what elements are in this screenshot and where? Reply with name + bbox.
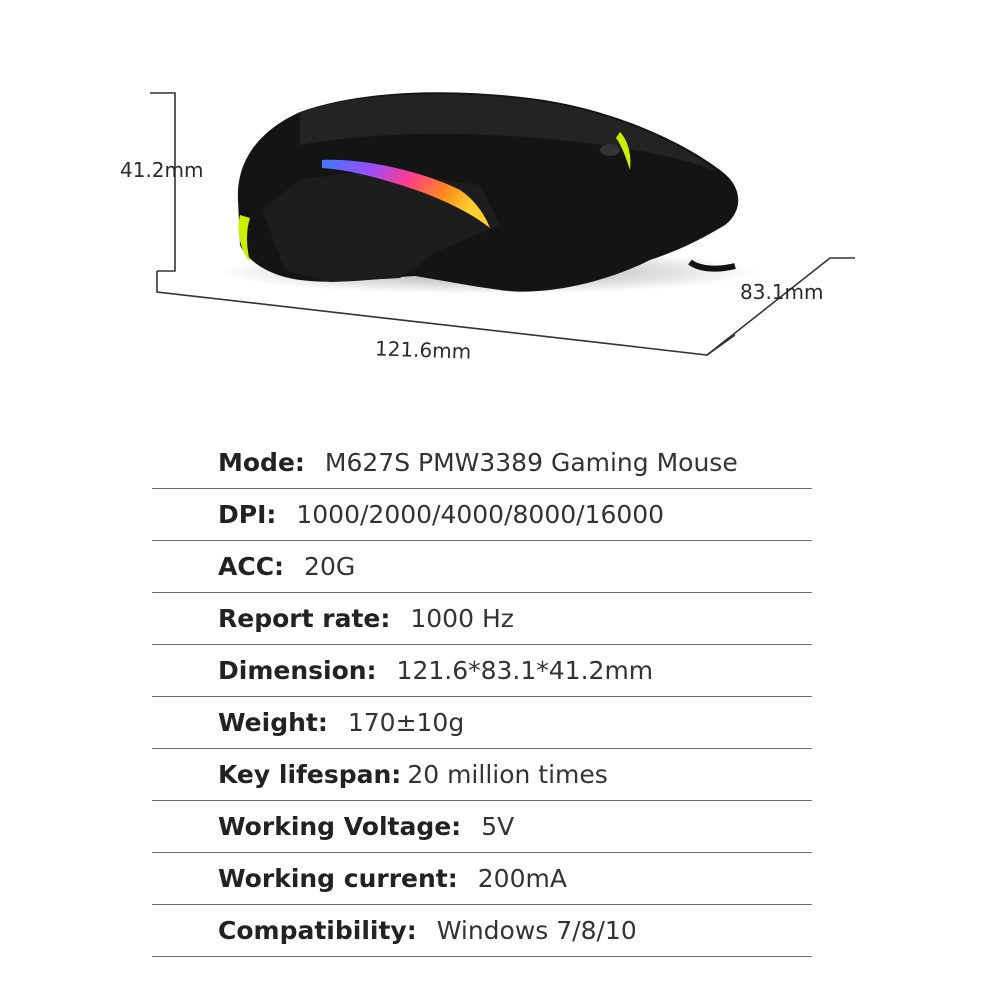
spec-label: DPI: [218, 500, 277, 529]
spec-row-mode: Mode: M627S PMW3389 Gaming Mouse [152, 436, 812, 489]
spec-value: 1000 Hz [410, 604, 514, 633]
spec-label: Working Voltage: [218, 812, 462, 841]
spec-row-acc: ACC: 20G [152, 541, 812, 593]
dimension-lines [150, 92, 855, 356]
spec-value: Windows 7/8/10 [436, 916, 637, 945]
spec-row-compatibility: Compatibility: Windows 7/8/10 [152, 905, 812, 957]
width-dimension-label: 83.1mm [740, 280, 824, 304]
spec-value: 200mA [477, 864, 567, 893]
spec-row-report-rate: Report rate: 1000 Hz [152, 593, 812, 645]
spec-label: Report rate: [218, 604, 391, 633]
spec-label: Key lifespan: [218, 760, 402, 789]
mouse-cable [688, 259, 736, 272]
spec-label: ACC: [218, 552, 285, 581]
width-dimension-line [706, 257, 855, 356]
spec-label: Mode: [218, 447, 305, 477]
spec-value: 20 million times [407, 760, 608, 789]
spec-row-dpi: DPI: 1000/2000/4000/8000/16000 [152, 489, 812, 541]
spec-value: 20G [304, 552, 356, 581]
spec-row-weight: Weight: 170±10g [152, 697, 812, 749]
spec-value: 5V [481, 812, 515, 841]
spec-row-dimension: Dimension: 121.6*83.1*41.2mm [152, 645, 812, 697]
spec-value: M627S PMW3389 Gaming Mouse [324, 447, 738, 477]
spec-label: Weight: [218, 708, 328, 737]
height-dimension-line [150, 92, 176, 272]
mouse-illustration [150, 92, 855, 356]
spec-label: Dimension: [218, 656, 377, 685]
spec-value: 1000/2000/4000/8000/16000 [296, 500, 665, 529]
product-figure: 41.2mm 83.1mm 121.6mm [0, 0, 1000, 420]
spec-table: Mode: M627S PMW3389 Gaming Mouse DPI: 10… [152, 436, 812, 957]
mouse-body [237, 92, 739, 292]
spec-row-working-voltage: Working Voltage: 5V [152, 801, 812, 853]
length-dimension-line [156, 271, 736, 356]
spec-value: 121.6*83.1*41.2mm [396, 656, 654, 685]
spec-label: Working current: [218, 864, 458, 893]
spec-label: Compatibility: [218, 916, 417, 945]
spec-value: 170±10g [347, 708, 465, 737]
spec-row-key-lifespan: Key lifespan: 20 million times [152, 749, 812, 801]
length-dimension-label: 121.6mm [374, 336, 472, 364]
spec-row-working-current: Working current: 200mA [152, 853, 812, 905]
height-dimension-label: 41.2mm [120, 158, 204, 182]
